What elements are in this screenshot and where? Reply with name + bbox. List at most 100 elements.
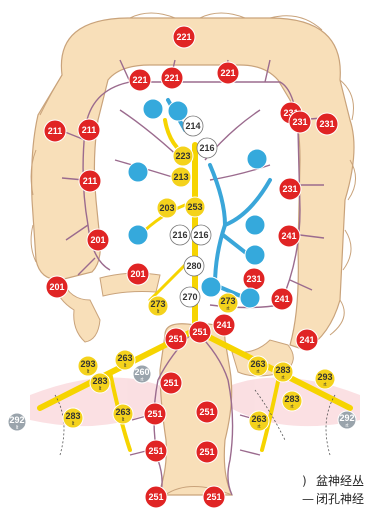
- node-label: 241: [281, 231, 296, 241]
- legend-pelvic-plexus-label: 盆神经丛: [316, 474, 364, 488]
- legend-pelvic-plexus: )盆神经丛: [302, 472, 390, 489]
- node-label: 201: [130, 269, 145, 279]
- lymph-node-white: 280: [184, 256, 204, 276]
- node-label: 231: [246, 274, 261, 284]
- lymph-node-red: 241: [278, 225, 300, 247]
- node-label: 253: [187, 202, 202, 212]
- lymph-node-red: 231: [316, 113, 338, 135]
- lymph-node-yellow: 213: [171, 167, 191, 187]
- node-label: 270: [182, 292, 197, 302]
- node-label: 283: [275, 365, 290, 375]
- node-label: 263: [251, 414, 266, 424]
- node-label: 216: [172, 230, 187, 240]
- node-label: 251: [168, 334, 183, 344]
- node-label: 280: [186, 261, 201, 271]
- node-circle: [201, 277, 221, 297]
- node-label: 241: [216, 320, 231, 330]
- lymph-node-white: 216: [197, 138, 217, 158]
- node-circle: [247, 149, 267, 169]
- lymph-node-red: 201: [87, 229, 109, 251]
- node-label: 221: [164, 73, 179, 83]
- lymph-node-red: 201: [127, 263, 149, 285]
- legend-obturator-nerve-label: 闭孔神经: [316, 492, 364, 506]
- lymph-node-red: 221: [217, 62, 239, 84]
- lymph-node-blue: [245, 215, 265, 235]
- lymph-node-red: 251: [203, 486, 225, 508]
- node-label: 251: [199, 447, 214, 457]
- lymph-node-blue: [128, 225, 148, 245]
- node-label: 251: [206, 492, 221, 502]
- node-label: 251: [148, 446, 163, 456]
- lymph-node-red: 251: [165, 328, 187, 350]
- node-label: 241: [299, 335, 314, 345]
- lymph-node-blue: [245, 245, 265, 265]
- node-label: 231: [292, 117, 307, 127]
- legend-obturator-nerve: —闭孔神经: [302, 490, 390, 507]
- lymph-node-red: 241: [296, 329, 318, 351]
- node-label: 251: [147, 409, 162, 419]
- node-circle: [128, 225, 148, 245]
- lymph-node-red: 251: [145, 440, 167, 462]
- lymph-node-white: 270: [180, 287, 200, 307]
- node-label: 214: [185, 121, 200, 131]
- lymph-node-red: 221: [161, 67, 183, 89]
- lymph-node-yellow: 253: [185, 197, 205, 217]
- node-label: 283: [92, 376, 107, 386]
- solid-line-marker: —: [302, 492, 316, 506]
- node-label: 221: [220, 68, 235, 78]
- lymph-node-yellow: 223: [173, 146, 193, 166]
- node-label: 231: [319, 119, 334, 129]
- lymph-node-blue: [128, 162, 148, 182]
- node-label: 273: [150, 299, 165, 309]
- lymph-node-red: 251: [144, 403, 166, 425]
- node-label: 293: [317, 372, 332, 382]
- lymph-node-red: 251: [145, 486, 167, 508]
- node-label: 241: [274, 294, 289, 304]
- node-label: 293: [80, 359, 95, 369]
- lymph-node-white: 214: [183, 116, 203, 136]
- node-circle: [240, 288, 260, 308]
- lymph-node-red: 251: [160, 372, 182, 394]
- node-circle: [143, 99, 163, 119]
- node-label: 223: [175, 151, 190, 161]
- node-label: 273: [220, 296, 235, 306]
- node-label: 201: [49, 282, 64, 292]
- node-circle: [245, 245, 265, 265]
- lymph-node-red: 211: [44, 120, 66, 142]
- lymph-node-red: 231: [289, 111, 311, 133]
- lymph-node-red: 211: [78, 119, 100, 141]
- node-label: 216: [193, 230, 208, 240]
- node-label: 251: [192, 327, 207, 337]
- node-label: 263: [250, 359, 265, 369]
- lymph-node-red: 201: [46, 276, 68, 298]
- lymph-node-white: 216: [191, 225, 211, 245]
- node-circle: [168, 101, 188, 121]
- node-label: 251: [199, 407, 214, 417]
- lymph-node-red: 231: [243, 268, 265, 290]
- lymph-node-red: 231: [279, 178, 301, 200]
- node-label: 216: [199, 143, 214, 153]
- node-label: 283: [284, 394, 299, 404]
- node-label: 201: [90, 235, 105, 245]
- lymph-node-blue: [143, 99, 163, 119]
- lymph-node-red: 241: [271, 288, 293, 310]
- lymph-node-yellow: 263rt: [249, 411, 269, 431]
- node-label: 221: [132, 75, 147, 85]
- node-label: 292: [9, 415, 24, 425]
- lymph-node-red: 251: [196, 441, 218, 463]
- node-label: 211: [48, 126, 63, 136]
- node-label: 283: [65, 411, 80, 421]
- lymph-node-blue: [247, 149, 267, 169]
- lymph-node-red: 251: [196, 401, 218, 423]
- lymph-node-blue: [201, 277, 221, 297]
- node-label: 231: [282, 184, 297, 194]
- node-label: 292: [339, 413, 354, 423]
- lymph-node-blue: [240, 288, 260, 308]
